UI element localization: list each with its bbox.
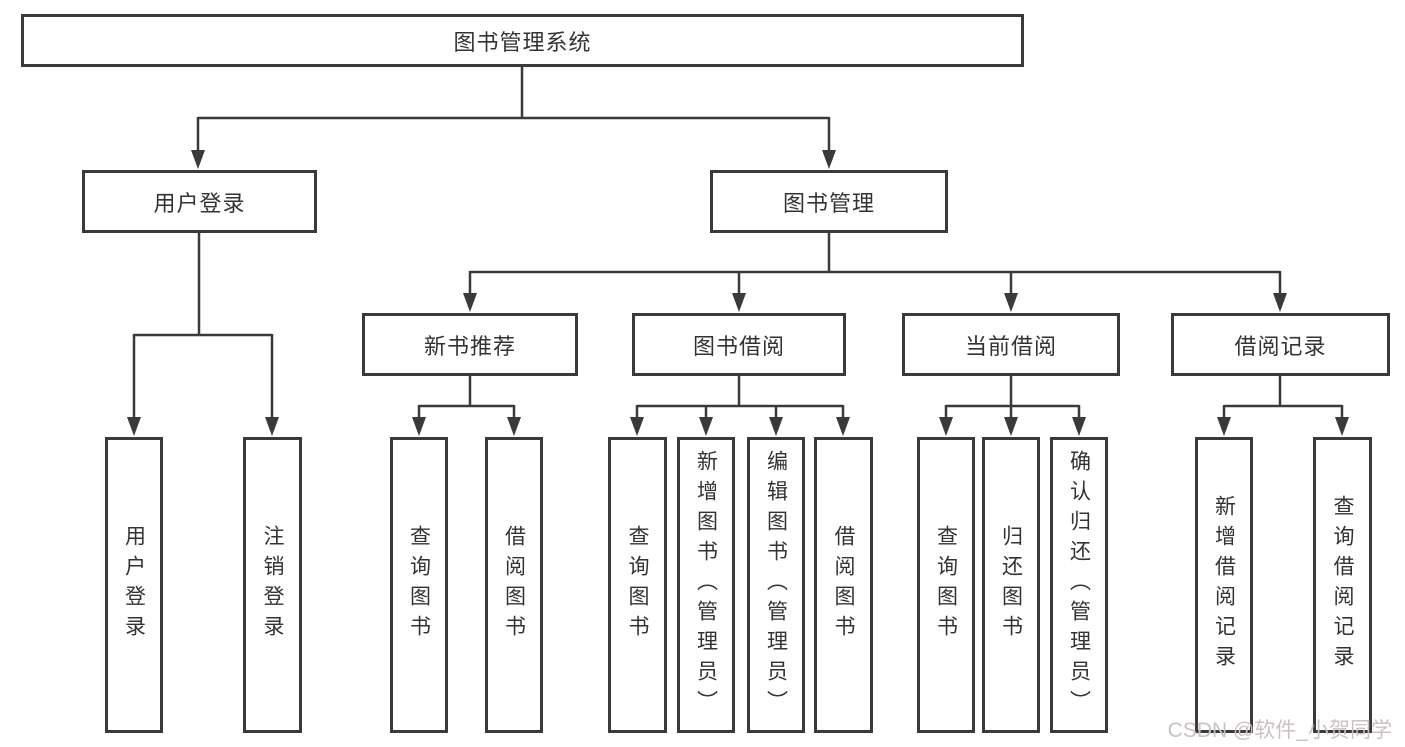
node-current-borrowing: 当前借阅 [902,313,1120,376]
leaf-borrow-books-recommend: 借阅图书 [485,437,543,733]
node-label: 借阅记录 [1234,333,1327,359]
leaf-query-books-recommend: 查询图书 [390,437,448,733]
leaf-logout: 注销登录 [243,437,302,733]
node-label: 图书管理系统 [453,29,592,55]
leaf-label: 查询图书 [407,525,431,645]
leaf-label: 查询图书 [626,525,649,645]
node-label: 当前借阅 [964,333,1057,359]
leaf-label: 用户登录 [122,525,146,645]
leaf-label: 查询图书 [934,525,958,645]
leaf-label: 借阅图书 [832,525,855,645]
leaf-user-login: 用户登录 [105,437,163,733]
arrowheads [127,150,1349,436]
node-label: 用户登录 [153,190,246,216]
leaf-return-books: 归还图书 [982,437,1040,733]
csdn-watermark: CSDN @软件_小贺同学 [1167,719,1392,742]
node-borrow-records: 借阅记录 [1171,313,1390,376]
leaf-label: 新增借阅记录 [1212,495,1236,675]
node-label: 图书借阅 [692,333,785,359]
leaf-label: 查询借阅记录 [1331,495,1354,675]
leaf-label: 确认归还（管理员） [1067,450,1091,720]
leaf-label: 归还图书 [999,525,1023,645]
leaf-label: 新增图书（管理员） [694,450,718,720]
leaf-edit-books-admin: 编辑图书（管理员） [747,437,805,733]
node-library-management-system: 图书管理系统 [21,14,1024,67]
leaf-label: 编辑图书（管理员） [764,450,788,720]
leaf-query-books-current: 查询图书 [917,437,975,733]
leaf-add-borrow-record: 新增借阅记录 [1195,437,1253,733]
leaf-query-books-borrowing: 查询图书 [608,437,667,733]
leaf-label: 注销登录 [261,525,284,645]
node-book-borrowing: 图书借阅 [632,313,846,376]
leaf-label: 借阅图书 [502,525,526,645]
node-label: 图书管理 [782,190,875,216]
leaf-borrow-books: 借阅图书 [814,437,873,733]
leaf-add-books-admin: 新增图书（管理员） [677,437,735,733]
node-book-management: 图书管理 [710,170,948,233]
leaf-query-borrow-record: 查询借阅记录 [1313,437,1372,733]
node-label: 新书推荐 [423,333,516,359]
node-new-book-recommend: 新书推荐 [362,313,578,376]
leaf-confirm-return-admin: 确认归还（管理员） [1050,437,1108,733]
node-user-login: 用户登录 [82,170,317,233]
